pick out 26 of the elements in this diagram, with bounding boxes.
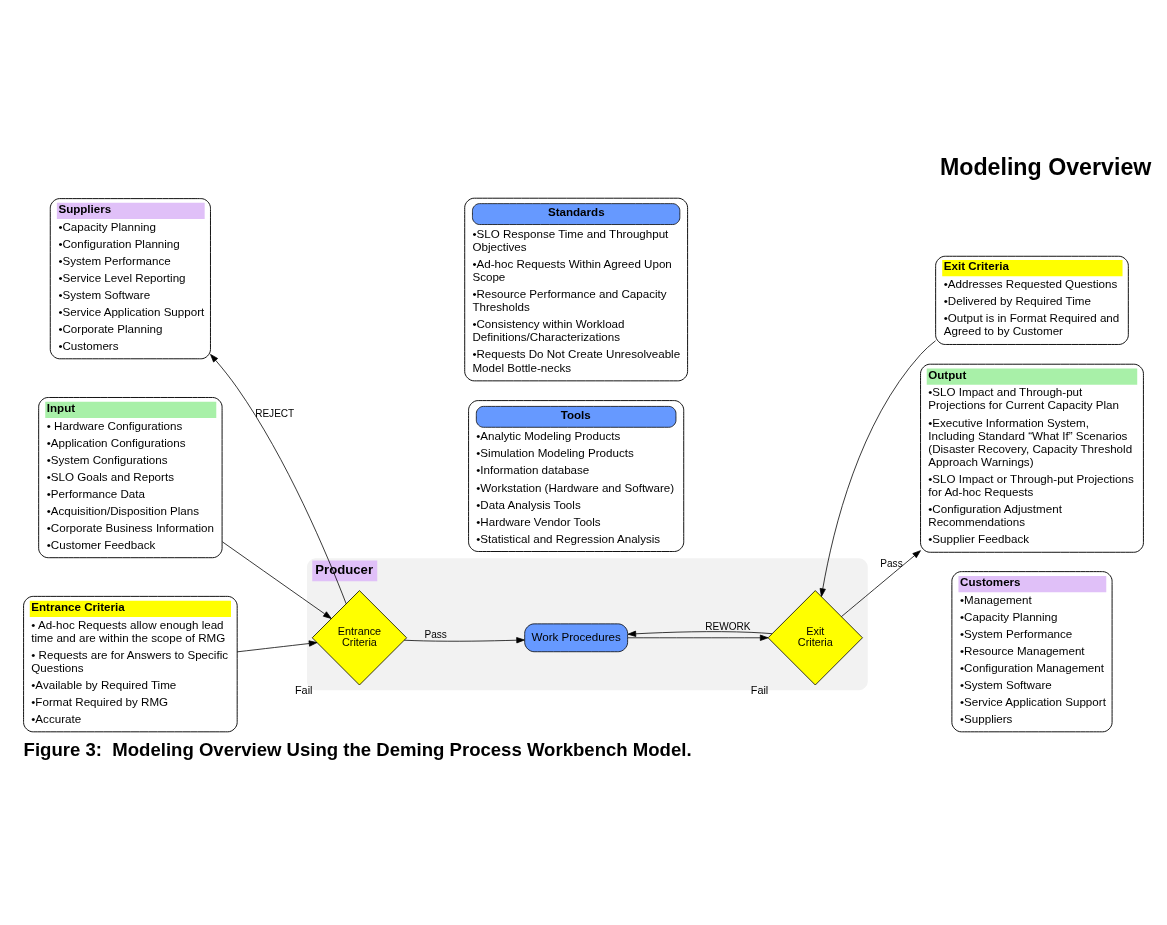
node-box: Output •SLO Impact and Through-put Projections for Current Capacity Plan •Executive Information System, Including Standard “What If” Scenarios (Disaster Recovery, Capacity Threshold Approach Warnings) •SLO Impact or Through-put Projections for Ad-hoc Requests •Configuration Adjustment Recommendations •Supplier Feedback xyxy=(920,363,1144,553)
edge-label: REJECT xyxy=(255,407,295,419)
arrow xyxy=(222,541,332,619)
node-box: Exit Criteria •Addresses Requested Questions •Delivered by Required Time •Output is in Format Required and Agreed to by Customer xyxy=(935,255,1129,345)
arrow xyxy=(627,630,773,637)
arrow xyxy=(841,550,921,618)
arrow xyxy=(403,637,525,644)
node-box: Suppliers •Capacity Planning •Configuration Planning •System Performance •Service Level Reporting •System Software •Service Application Support •Corporate Planning •Customers xyxy=(49,198,211,360)
arrow xyxy=(819,340,936,597)
node-diamond: Entrance Criteria xyxy=(311,590,408,686)
caption: Figure 3: Modeling Overview Using the Deming Process Workbench Model. xyxy=(23,738,692,760)
arrow xyxy=(236,640,318,653)
arrow xyxy=(627,634,769,641)
edge-label: REWORK xyxy=(705,620,751,632)
edge-label: Pass xyxy=(424,629,447,641)
diagram-title: Modeling Overview xyxy=(939,153,1152,180)
node-box: Entrance Criteria • Ad-hoc Requests allow enough lead time and are within the scope of RMG • Requests are for Answers to Specific Questions •Available by Required Time •Format Required by RMG •Accurate xyxy=(23,595,238,733)
node-box: Standards •SLO Response Time and Throughput Objectives •Ad-hoc Requests Within Agreed Upon Scope •Resource Performance and Capacity Thresholds •Consistency within Workload Definitions/Characterizations •Requests Do Not Create Unresolveable Model Bottle-necks xyxy=(464,197,689,382)
arrow xyxy=(210,354,347,605)
node-box: Input • Hardware Configurations •Application Configurations •System Configurations •SLO Goals and Reports •Performance Data •Acquisition/Disposition Plans •Corporate Business Information •Customer Feedback xyxy=(38,397,223,559)
node-label: Fail xyxy=(750,683,769,696)
edge-label: Pass xyxy=(880,557,903,569)
node-box: Tools •Analytic Modeling Products •Simulation Modeling Products •Information database •Workstation (Hardware and Software) •Data Analysis Tools •Hardware Vendor Tools •Statistical and Regression Analysis xyxy=(468,400,685,552)
node-box: Customers •Management •Capacity Planning •System Performance •Resource Management •Configuration Management •System Software •Service Application Support •Suppliers xyxy=(951,571,1113,733)
node-label: Fail xyxy=(295,683,313,696)
node-box: Work Procedures xyxy=(524,623,628,653)
